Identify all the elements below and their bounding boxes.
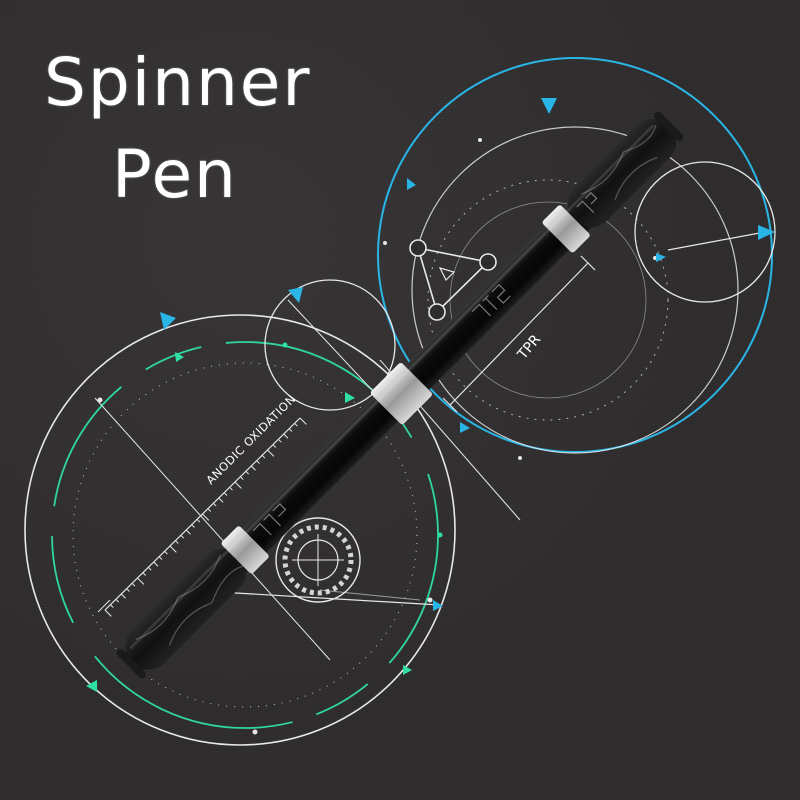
ruler-tick	[153, 561, 159, 567]
pen-band-bottom	[221, 526, 269, 574]
ruler-tick	[229, 486, 233, 491]
ruler-tick	[185, 529, 191, 535]
title-pen: Pen	[112, 136, 238, 213]
pen-band-top	[542, 205, 590, 253]
ruler-tick	[277, 438, 282, 443]
ruler-tick	[223, 492, 228, 496]
triangle-icon	[409, 239, 497, 321]
upper-dial	[377, 57, 776, 521]
ruler-tick	[299, 417, 307, 425]
ruler-tick	[212, 502, 217, 507]
ruler-tick	[218, 497, 224, 503]
ruler-tick	[267, 449, 275, 457]
ruler-tick	[261, 454, 266, 459]
ruler-tick	[256, 460, 260, 464]
ruler-tick	[131, 582, 136, 587]
pen-band-center	[370, 363, 432, 425]
anodic-oxidation-label: ANODIC OXIDATION	[203, 392, 298, 487]
tpr-label: TPR	[514, 332, 544, 364]
ruler-tick	[137, 577, 145, 585]
spinner-pen	[116, 111, 684, 679]
ruler-tick	[202, 513, 210, 521]
ruler-tick	[110, 604, 114, 608]
ruler-tick	[147, 566, 152, 571]
ruler-ticks	[104, 417, 307, 617]
ruler-tick	[288, 428, 293, 432]
ruler-tick	[240, 476, 244, 480]
pointer-markers	[86, 98, 775, 692]
title-spinner: Spinner	[44, 44, 312, 121]
ruler-tick	[158, 556, 163, 560]
ruler-tick	[245, 470, 250, 475]
ruler-tick	[164, 550, 168, 555]
ruler-tick	[196, 518, 201, 523]
ruler-tick	[283, 433, 289, 439]
ruler-tick	[169, 545, 177, 553]
ruler-tick	[120, 593, 126, 599]
ruler-tick	[180, 534, 185, 539]
pen-grip-bottom	[125, 548, 247, 670]
ruler-tick	[175, 540, 179, 544]
ruler-tick	[250, 465, 256, 471]
ruler-tick	[272, 444, 277, 448]
ruler-tick	[126, 588, 130, 592]
lower-dial	[24, 279, 456, 746]
ruler-tick	[207, 508, 212, 512]
ruler-tick	[115, 598, 120, 603]
ruler-tick	[234, 481, 242, 489]
ruler-tick	[142, 572, 147, 576]
ruler-tick	[191, 524, 195, 528]
ruler-tick	[104, 609, 112, 617]
ruler-tick	[294, 422, 298, 427]
